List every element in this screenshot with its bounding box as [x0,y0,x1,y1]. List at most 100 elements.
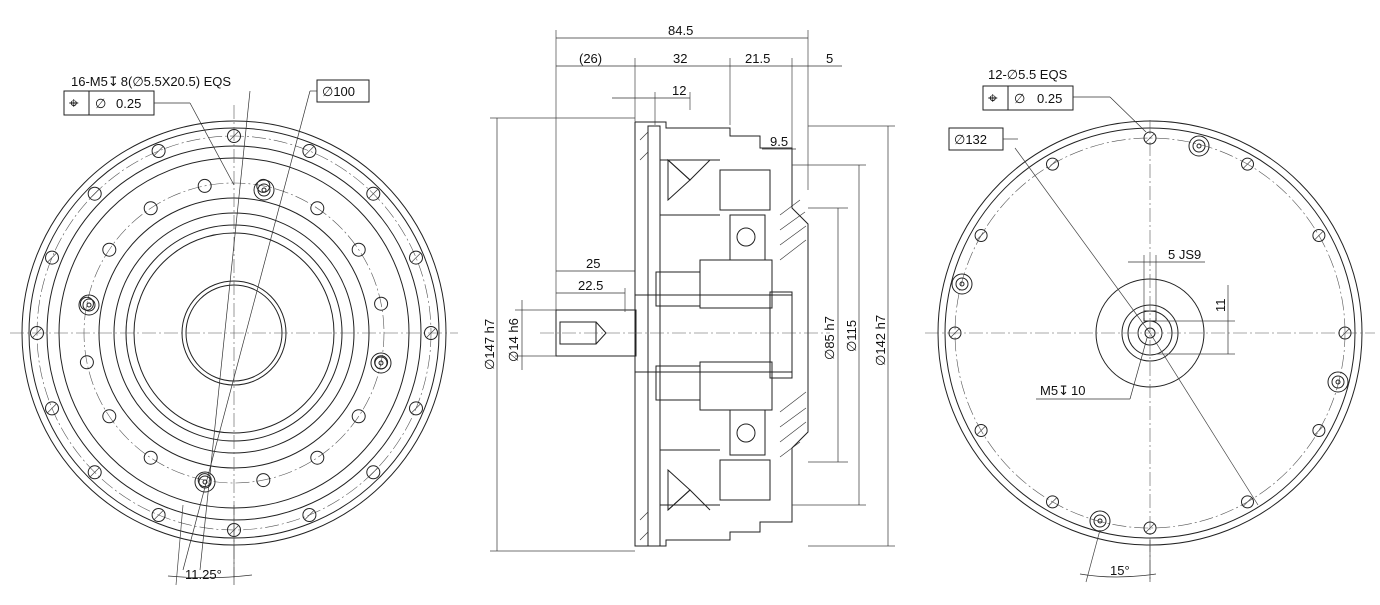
right-tolerance-frame: ⌖ ∅ 0.25 [982,85,1074,111]
right-angle-dimension: 15° [1079,529,1157,583]
dim-12: 12 [672,83,686,98]
bolt-hole [310,450,325,465]
bolt-hole-mark [1340,328,1350,338]
bolt-hole [256,473,271,488]
bolt-hole-mark [411,252,421,263]
right-keyway-label: 5 JS9 [1168,247,1201,262]
right-counterbores [951,135,1349,532]
right-height-label: 11 [1213,299,1228,313]
left-thread-callout: 16-M5↧8(∅5.5X20.5) EQS [71,74,231,89]
left-view-centerlines [10,105,458,578]
section-right-vertical-dimensions: ∅85 h7 ∅115 ∅142 h7 [792,125,895,547]
bolt-hole [151,144,166,158]
left-outer-holes [30,129,438,537]
bolt-hole-mark [368,467,379,478]
right-thread-callout: M5↧10 [1036,337,1148,400]
bolt-hole [102,242,117,257]
bolt-hole [974,424,988,437]
right-view-centerlines [925,120,1375,580]
bolt-hole-mark [1243,497,1252,507]
bolt-hole [1143,521,1157,535]
bolt-hole [102,409,117,424]
right-diameter-label: ∅132 [954,132,987,147]
bolt-hole [409,250,423,265]
bolt-hole-mark [426,328,436,338]
bolt-hole [948,326,962,340]
right-keyway-dimension: 5 JS9 [1128,247,1205,318]
bolt-hole [143,201,158,216]
bolt-hole-mark [153,510,164,520]
left-tolerance-frame: ⌖ ∅ 0.25 [63,90,155,116]
right-angle-label: 15° [1110,563,1130,578]
left-diameter-label: ∅100 [322,84,355,99]
bolt-hole [302,144,317,158]
bolt-hole [351,409,366,424]
right-thread-label: M5↧10 [1040,383,1085,398]
section-top-dimensions: 84.5 (26) 32 21.5 5 12 9.5 [556,23,842,150]
bolt-hole-mark [368,188,379,199]
right-diameter-symbol: ∅ [1014,91,1025,106]
bolt-hole [45,250,59,265]
bolt-hole-mark [1145,133,1155,143]
left-position-symbol: ⌖ [69,94,79,113]
bolt-hole-mark [1145,523,1155,533]
bolt-hole [1338,326,1352,340]
bolt-hole-mark [1048,497,1057,507]
bolt-hole [351,242,366,257]
bolt-hole [1241,495,1254,509]
bolt-hole [1143,131,1157,145]
section-body [634,121,809,547]
right-height-dimension: 11 [1156,285,1235,355]
right-hole-callout: 12-∅5.5 EQS [988,67,1068,82]
bolt-hole [974,229,988,242]
dim-26: (26) [579,51,602,66]
section-view: 84.5 (26) 32 21.5 5 12 9.5 [482,23,895,552]
bolt-hole [1312,229,1326,242]
dim-115: ∅115 [844,320,859,352]
left-diameter-frame: ∅100 [316,79,370,103]
bolt-hole [87,186,102,201]
right-diameter-frame: ∅132 [948,127,1004,151]
left-counterbores [78,179,392,493]
dim-85: ∅85 h7 [822,316,837,360]
bolt-hole [1046,157,1059,171]
bolt-hole [227,129,241,143]
bolt-hole-mark [976,231,986,240]
bolt-hole [87,465,102,480]
right-view: 12-∅5.5 EQS ⌖ ∅ 0.25 ∅132 5 JS9 11 [925,67,1375,583]
right-tolerance-value: 0.25 [1037,91,1062,106]
bolt-hole [151,508,166,522]
dim-32: 32 [673,51,687,66]
bolt-hole [310,201,325,216]
bolt-hole-mark [976,426,986,435]
bolt-hole-mark [47,403,57,414]
bolt-hole [143,450,158,465]
bolt-hole-mark [1314,231,1324,240]
bolt-hole [409,401,423,416]
dim-22-5: 22.5 [578,278,603,293]
dim-25: 25 [586,256,600,271]
right-holes [948,131,1352,535]
left-angle-label: 11.25° [185,567,222,582]
left-tolerance-value: 0.25 [116,96,141,111]
bolt-hole-mark [1314,426,1324,435]
bolt-hole-mark [89,467,100,478]
dim-9-5: 9.5 [770,134,788,149]
section-shaft [540,309,830,357]
bolt-hole-mark [32,328,42,338]
dim-5: 5 [826,51,833,66]
bolt-hole-mark [1048,159,1057,169]
section-left-dimensions: 25 22.5 [556,256,635,312]
bolt-hole-mark [304,510,315,520]
bolt-hole [197,178,212,193]
bolt-hole-mark [1243,159,1252,169]
bolt-hole [424,326,438,340]
bolt-hole [302,508,317,522]
dim-142: ∅142 h7 [873,315,888,366]
bolt-hole-mark [153,146,164,156]
dim-147: ∅147 h7 [482,319,497,370]
bolt-hole [45,401,59,416]
left-diameter-symbol: ∅ [95,96,106,111]
right-position-symbol: ⌖ [988,89,998,108]
